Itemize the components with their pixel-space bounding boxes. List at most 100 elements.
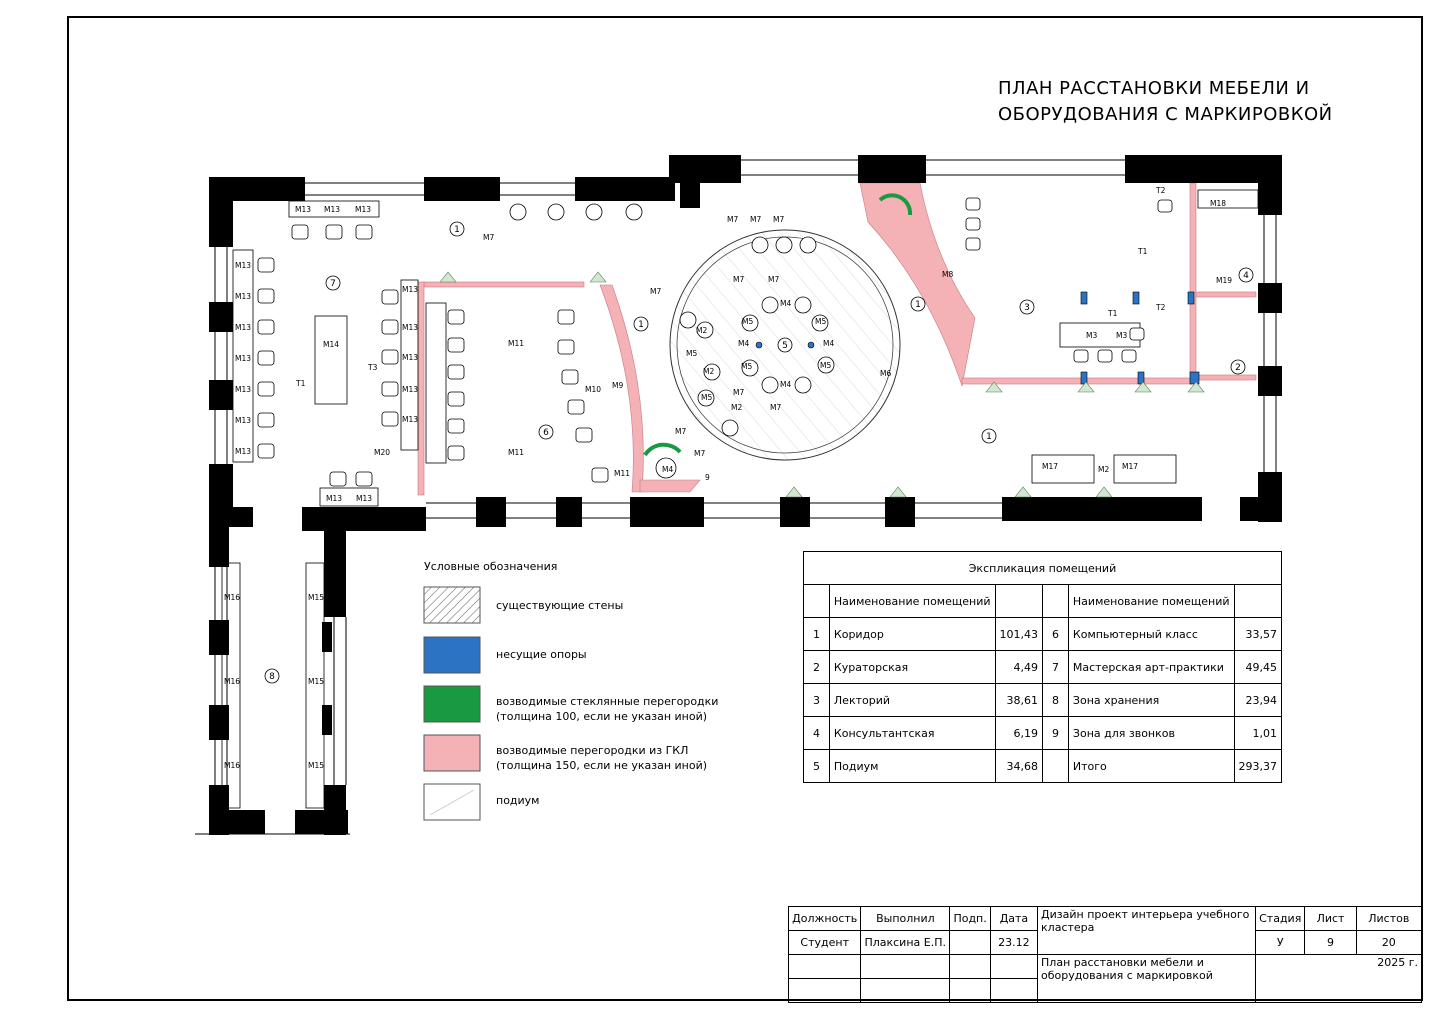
explication-header-1: Наименование помещений [828, 584, 996, 618]
svg-text:M13: M13 [402, 353, 418, 362]
row-number: 9 [1042, 716, 1069, 750]
svg-text:M13: M13 [326, 494, 342, 503]
svg-text:M13: M13 [235, 416, 251, 425]
svg-text:M13: M13 [402, 323, 418, 332]
svg-text:M2: M2 [703, 367, 714, 376]
svg-text:1: 1 [454, 225, 460, 235]
stamp-date-header: Дата [989, 906, 1039, 931]
room-name: Коридор [828, 617, 996, 651]
stamp-done-header: Выполнил [860, 906, 951, 931]
room-area: 33,57 [1233, 617, 1282, 651]
svg-text:M20: M20 [374, 448, 390, 457]
svg-text:2: 2 [1235, 363, 1241, 373]
svg-text:5: 5 [782, 341, 788, 351]
svg-text:7: 7 [330, 279, 336, 289]
legend-label-columns: несущие опоры [496, 648, 587, 661]
svg-text:M4: M4 [738, 339, 749, 348]
legend-label-glass: возводимые стеклянные перегородки (толщи… [496, 694, 718, 724]
svg-text:M4: M4 [780, 380, 791, 389]
legend-gkl-line2: (толщина 150, если не указан иной) [496, 759, 708, 772]
explication-row: 4 Консультантская 6,19 9 Зона для звонко… [803, 716, 1282, 750]
explication-row: 5 Подиум 34,68 Итого 293,37 [803, 749, 1282, 783]
svg-text:M13: M13 [235, 354, 251, 363]
stools [509, 203, 835, 479]
legend-swatches [423, 586, 481, 821]
explication-row: 1 Коридор 101,43 6 Компьютерный класс 33… [803, 617, 1282, 651]
svg-text:M16: M16 [224, 677, 240, 686]
svg-text:M13: M13 [402, 285, 418, 294]
svg-text:M13: M13 [402, 385, 418, 394]
legend-label-podium: подиум [496, 794, 540, 807]
svg-text:M13: M13 [235, 261, 251, 270]
row-number: 7 [1042, 650, 1069, 684]
walls [209, 155, 1282, 835]
svg-text:1: 1 [638, 320, 644, 330]
svg-text:T1: T1 [1137, 247, 1148, 256]
title-line-1: ПЛАН РАССТАНОВКИ МЕБЕЛИ И [998, 78, 1310, 99]
row-number: 8 [1042, 683, 1069, 717]
svg-text:M7: M7 [768, 275, 779, 284]
svg-text:M2: M2 [731, 403, 742, 412]
room-markers [264, 221, 1254, 684]
room-name: Зона хранения [1067, 683, 1235, 717]
room-name: Лекторий [828, 683, 996, 717]
svg-text:T3: T3 [367, 363, 378, 372]
stamp-year: 2025 г. [1255, 954, 1422, 1003]
svg-text:M10: M10 [585, 385, 601, 394]
svg-text:M13: M13 [235, 323, 251, 332]
svg-text:M13: M13 [235, 447, 251, 456]
svg-text:1: 1 [986, 432, 992, 442]
svg-text:M7: M7 [750, 215, 761, 224]
svg-text:M13: M13 [235, 292, 251, 301]
svg-text:M5: M5 [815, 317, 826, 326]
svg-text:M2: M2 [696, 326, 707, 335]
legend-glass-line2: (толщина 100, если не указан иной) [496, 710, 708, 723]
room-name: Компьютерный класс [1067, 617, 1235, 651]
room-name: Кураторская [828, 650, 996, 684]
room-numbers: 111 123 456 78 [269, 225, 1249, 682]
stamp-date: 23.12 [989, 930, 1039, 955]
svg-text:M11: M11 [508, 448, 524, 457]
page-title: ПЛАН РАССТАНОВКИ МЕБЕЛИ И ОБОРУДОВАНИЯ С… [998, 76, 1333, 128]
svg-text:M19: M19 [1216, 276, 1232, 285]
stamp-stage-header: Стадия [1254, 906, 1306, 931]
svg-text:M13: M13 [235, 385, 251, 394]
svg-text:M13: M13 [324, 205, 340, 214]
explication-row: 2 Кураторская 4,49 7 Мастерская арт-прак… [803, 650, 1282, 684]
title-line-2: ОБОРУДОВАНИЯ С МАРКИРОВКОЙ [998, 104, 1333, 125]
row-number: 4 [803, 716, 830, 750]
legend-label-gkl: возводимые перегородки из ГКЛ (толщина 1… [496, 743, 707, 773]
legend-glass-line1: возводимые стеклянные перегородки [496, 695, 719, 708]
stamp-sheet-header: Лист [1304, 906, 1357, 931]
stamp-sheet-title: План расстановки мебели и оборудования с… [1037, 954, 1256, 1003]
svg-text:M5: M5 [686, 349, 697, 358]
stamp-stage: У [1254, 930, 1306, 955]
svg-text:M16: M16 [224, 761, 240, 770]
row-number: 3 [803, 683, 830, 717]
row-number: 1 [803, 617, 830, 651]
svg-text:T2: T2 [1155, 303, 1166, 312]
legend-label-walls: существующие стены [496, 599, 624, 612]
room-area: 4,49 [994, 650, 1043, 684]
drawing-frame [67, 16, 1423, 1001]
svg-text:M15: M15 [308, 593, 324, 602]
stamp-sheets: 20 [1355, 930, 1423, 955]
svg-text:M5: M5 [741, 362, 752, 371]
svg-text:4: 4 [1243, 271, 1249, 281]
svg-text:M14: M14 [323, 340, 339, 349]
stamp-author: Плаксина Е.П. [860, 930, 951, 955]
svg-text:M9: M9 [612, 381, 623, 390]
svg-text:M7: M7 [675, 427, 686, 436]
svg-text:3: 3 [1024, 303, 1030, 313]
svg-text:M7: M7 [650, 287, 661, 296]
svg-text:T1: T1 [1107, 309, 1118, 318]
svg-text:M4: M4 [823, 339, 834, 348]
room-name: Подиум [828, 749, 996, 783]
svg-text:M16: M16 [224, 593, 240, 602]
svg-text:M4: M4 [662, 465, 673, 474]
plants [439, 271, 1205, 498]
row-number [1042, 749, 1069, 783]
room-area: 49,45 [1233, 650, 1282, 684]
svg-text:M13: M13 [402, 415, 418, 424]
